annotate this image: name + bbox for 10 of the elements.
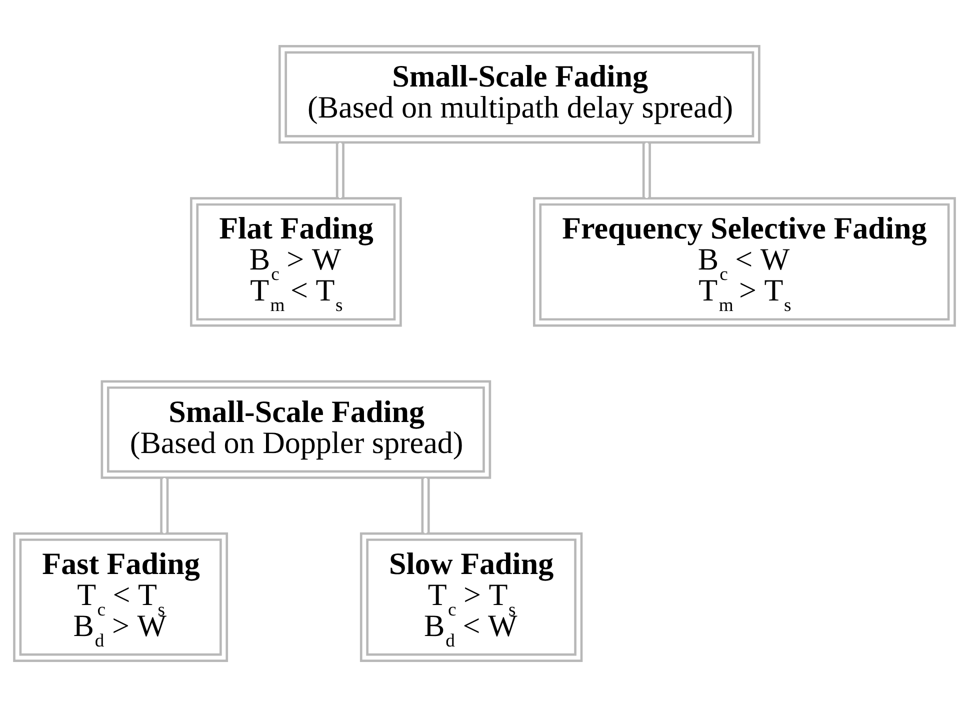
connector [421, 478, 430, 534]
node-box: Fast Fading T$_{c}$ < T$_{s}$ B$_{d}$ > W [13, 532, 228, 662]
node-box: Flat Fading B$_{c}$ > W T$_{m}$ < T$_{s}$ [190, 197, 402, 327]
node-box: Small-Scale Fading (Based on Doppler spread) [100, 380, 492, 479]
node-box: Frequency Selective Fading B$_{c}$ < W T$_{m}$ > T$_{s}$ [533, 197, 956, 327]
connector [336, 142, 344, 198]
node-box: Small-Scale Fading (Based on multipath delay spread) [278, 45, 760, 144]
node-box: Slow Fading T$_{c}$ > T$_{s}$ B$_{d}$ < W [360, 532, 583, 662]
connector [160, 478, 169, 534]
connector [642, 142, 651, 198]
